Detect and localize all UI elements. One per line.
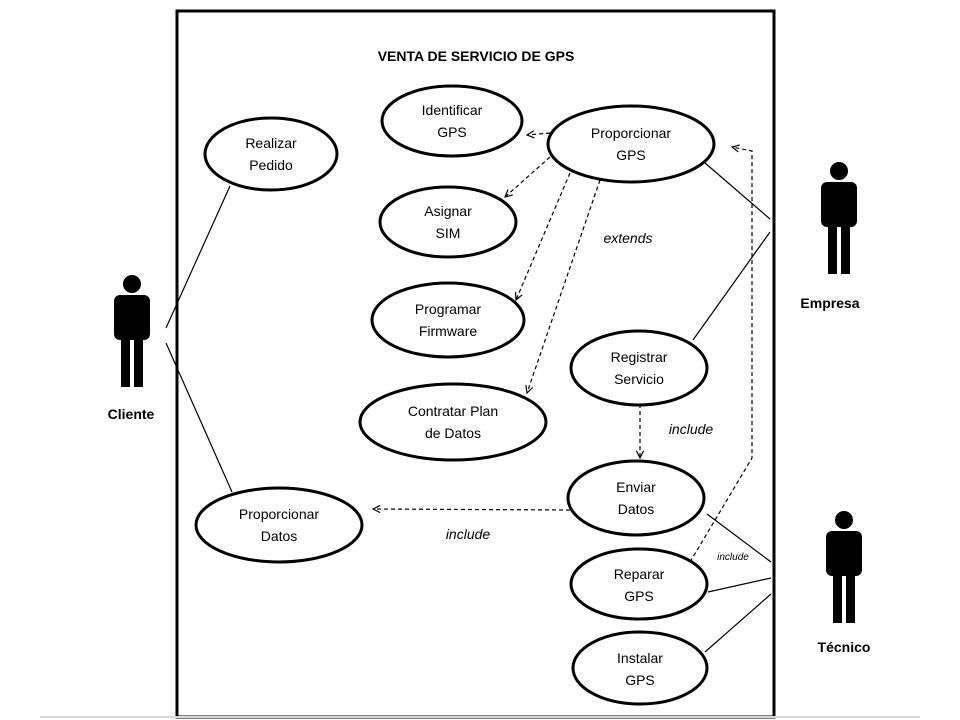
use-case-asignar-sim[interactable]: Asignar SIM bbox=[378, 185, 518, 259]
assoc-cliente-proporcionar-datos bbox=[165, 342, 233, 493]
use-case-enviar-datos[interactable]: Enviar Datos bbox=[566, 459, 706, 537]
svg-text:GPS: GPS bbox=[616, 147, 646, 163]
svg-text:SIM: SIM bbox=[436, 225, 461, 241]
use-case-contratar-plan-de-datos[interactable]: Contratar Plan de Datos bbox=[358, 382, 548, 462]
use-case-registrar-servicio[interactable]: Registrar Servicio bbox=[569, 329, 709, 407]
svg-text:Datos: Datos bbox=[618, 501, 655, 517]
extend-arrow-asignar bbox=[505, 156, 551, 197]
svg-text:Realizar: Realizar bbox=[245, 135, 297, 151]
assoc-cliente-realizar-pedido bbox=[165, 185, 231, 329]
assoc-tecnico-reparar-gps bbox=[707, 577, 772, 593]
svg-text:GPS: GPS bbox=[437, 124, 467, 140]
actor-empresa-figure bbox=[821, 162, 857, 274]
use-case-proporcionar-gps[interactable]: Proporcionar GPS bbox=[546, 104, 716, 184]
assoc-empresa-registrar-servicio bbox=[692, 231, 771, 341]
diagram-title: VENTA DE SERVICIO DE GPS bbox=[378, 48, 575, 64]
include-label-registrar: include bbox=[669, 421, 714, 437]
use-case-instalar-gps[interactable]: Instalar GPS bbox=[571, 630, 709, 706]
include-arrow-enviar-proporcionar-datos bbox=[373, 509, 571, 510]
svg-text:Contratar Plan: Contratar Plan bbox=[408, 403, 498, 419]
svg-text:GPS: GPS bbox=[625, 672, 655, 688]
svg-text:Servicio: Servicio bbox=[614, 371, 664, 387]
use-case-identificar-gps[interactable]: Identificar GPS bbox=[380, 84, 524, 158]
svg-text:GPS: GPS bbox=[624, 588, 654, 604]
actor-empresa-label: Empresa bbox=[800, 295, 859, 311]
svg-text:Programar: Programar bbox=[415, 301, 481, 317]
use-case-proporcionar-datos[interactable]: Proporcionar Datos bbox=[194, 486, 364, 564]
extends-label: extends bbox=[603, 230, 652, 246]
svg-text:Instalar: Instalar bbox=[617, 650, 663, 666]
svg-text:Datos: Datos bbox=[261, 528, 298, 544]
actor-cliente-figure bbox=[114, 275, 150, 387]
assoc-tecnico-enviar-datos bbox=[706, 513, 772, 563]
assoc-tecnico-instalar-gps bbox=[704, 593, 772, 653]
extend-arrow-programar bbox=[516, 172, 571, 300]
svg-text:Enviar: Enviar bbox=[616, 479, 656, 495]
actor-tecnico-label: Técnico bbox=[818, 639, 871, 655]
svg-text:Proporcionar: Proporcionar bbox=[591, 125, 671, 141]
assoc-empresa-proporcionar-gps bbox=[704, 162, 771, 220]
svg-text:Identificar: Identificar bbox=[422, 102, 483, 118]
extend-arrow-contratar bbox=[527, 179, 601, 393]
svg-text:Pedido: Pedido bbox=[249, 157, 293, 173]
include-arrow-reparar-proporcionar-gps bbox=[689, 147, 753, 563]
actor-cliente-label: Cliente bbox=[108, 406, 155, 422]
svg-text:Firmware: Firmware bbox=[419, 323, 478, 339]
svg-text:Reparar: Reparar bbox=[614, 566, 665, 582]
use-case-programar-firmware[interactable]: Programar Firmware bbox=[370, 281, 526, 359]
svg-text:de Datos: de Datos bbox=[425, 425, 481, 441]
include-label-reparar: include bbox=[717, 552, 749, 563]
include-label-enviar: include bbox=[446, 526, 491, 542]
svg-text:Proporcionar: Proporcionar bbox=[239, 506, 319, 522]
use-case-realizar-pedido[interactable]: Realizar Pedido bbox=[203, 116, 339, 192]
svg-text:Registrar: Registrar bbox=[611, 349, 668, 365]
use-case-reparar-gps[interactable]: Reparar GPS bbox=[569, 547, 709, 621]
svg-text:Asignar: Asignar bbox=[424, 203, 472, 219]
extend-arrow-identificar bbox=[527, 133, 551, 135]
page-divider bbox=[40, 716, 920, 718]
actor-tecnico-figure bbox=[826, 511, 862, 623]
